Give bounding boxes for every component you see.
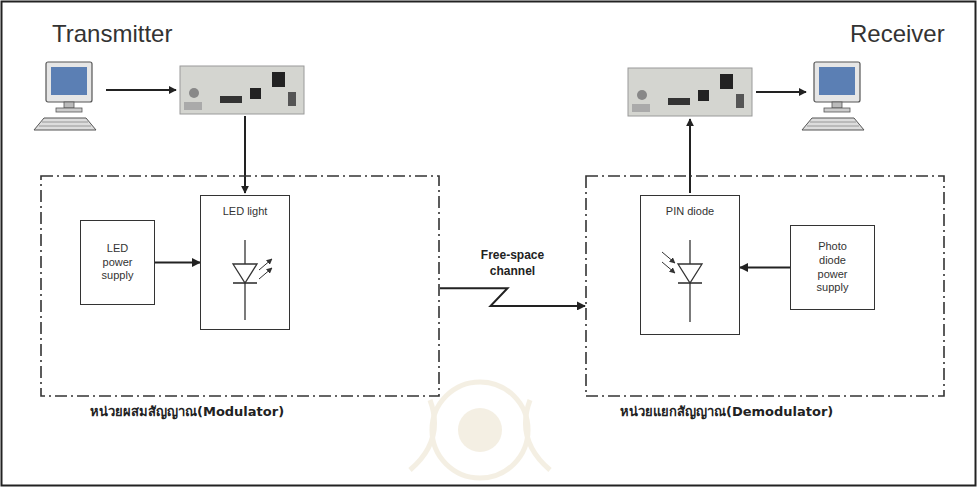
computer-icon xyxy=(802,62,864,130)
circuit-board xyxy=(180,66,304,114)
light-ray xyxy=(662,252,675,263)
keyboard xyxy=(802,118,864,130)
monitor-stand xyxy=(832,102,842,108)
unit-group: หน่วยแยกสัญญาณ(Demodulator)PIN diodePhot… xyxy=(585,175,945,397)
board-base xyxy=(180,66,304,114)
box-label: PIN diode xyxy=(666,205,714,219)
monitor-base xyxy=(56,108,82,112)
data-arrow xyxy=(689,119,691,193)
group-heading: หน่วยผสมสัญญาณ(Modulator) xyxy=(90,401,284,422)
data-arrow xyxy=(244,116,246,193)
board-chip xyxy=(698,90,709,101)
unit-group: หน่วยผสมสัญญาณ(Modulator)LED power suppl… xyxy=(40,175,440,397)
monitor-case xyxy=(46,62,92,102)
computer-icon xyxy=(34,62,96,130)
led-triangle xyxy=(233,264,257,283)
data-arrow xyxy=(756,91,806,93)
board-connector xyxy=(220,96,242,103)
section-title: Receiver xyxy=(850,20,945,48)
monitor-case xyxy=(814,62,860,102)
board-chip xyxy=(720,74,733,89)
board-chip xyxy=(272,72,285,87)
data-arrow xyxy=(106,89,176,91)
board-component xyxy=(736,94,744,108)
led-symbol xyxy=(233,240,272,320)
watermark-ring xyxy=(432,382,528,478)
watermark-core xyxy=(458,408,502,452)
keyboard-keys xyxy=(39,122,91,126)
board-connector xyxy=(668,98,690,105)
diode-bar xyxy=(678,282,702,284)
photodiode-symbol xyxy=(662,240,702,322)
process-box: Photo diode power supply xyxy=(790,225,875,310)
box-label: Photo diode power supply xyxy=(804,240,862,295)
light-ray xyxy=(662,262,675,273)
group-outline xyxy=(585,175,945,397)
edge-label: Free-space channel xyxy=(471,248,555,279)
power-arrow xyxy=(155,262,200,264)
box-label: LED light xyxy=(223,205,268,219)
board-component xyxy=(184,102,202,110)
process-box: LED power supply xyxy=(80,220,155,305)
power-arrow xyxy=(740,267,790,269)
process-box: PIN diode xyxy=(640,195,740,335)
monitor-base xyxy=(824,108,850,112)
dash-dot-border xyxy=(586,176,944,396)
circuit-board xyxy=(628,68,752,116)
signal-arrow xyxy=(440,288,585,306)
light-ray xyxy=(259,268,272,279)
board-chip xyxy=(250,88,261,99)
group-heading: หน่วยแยกสัญญาณ(Demodulator) xyxy=(620,401,833,422)
board-component xyxy=(637,90,647,100)
board-base xyxy=(628,68,752,116)
keyboard-keys xyxy=(807,122,859,126)
section-title: Transmitter xyxy=(52,20,172,48)
diode-triangle xyxy=(678,264,702,283)
led-bar xyxy=(233,282,257,284)
dash-dot-border xyxy=(41,176,439,396)
board-component xyxy=(288,92,296,106)
monitor-stand xyxy=(64,102,74,108)
monitor-screen xyxy=(819,67,855,95)
light-ray xyxy=(259,259,272,270)
process-box: LED light xyxy=(200,195,290,330)
keyboard xyxy=(34,118,96,130)
board-component xyxy=(632,104,650,112)
board-component xyxy=(189,88,199,98)
monitor-screen xyxy=(51,67,87,95)
watermark-wing xyxy=(410,400,550,470)
box-label: LED power supply xyxy=(92,242,144,283)
